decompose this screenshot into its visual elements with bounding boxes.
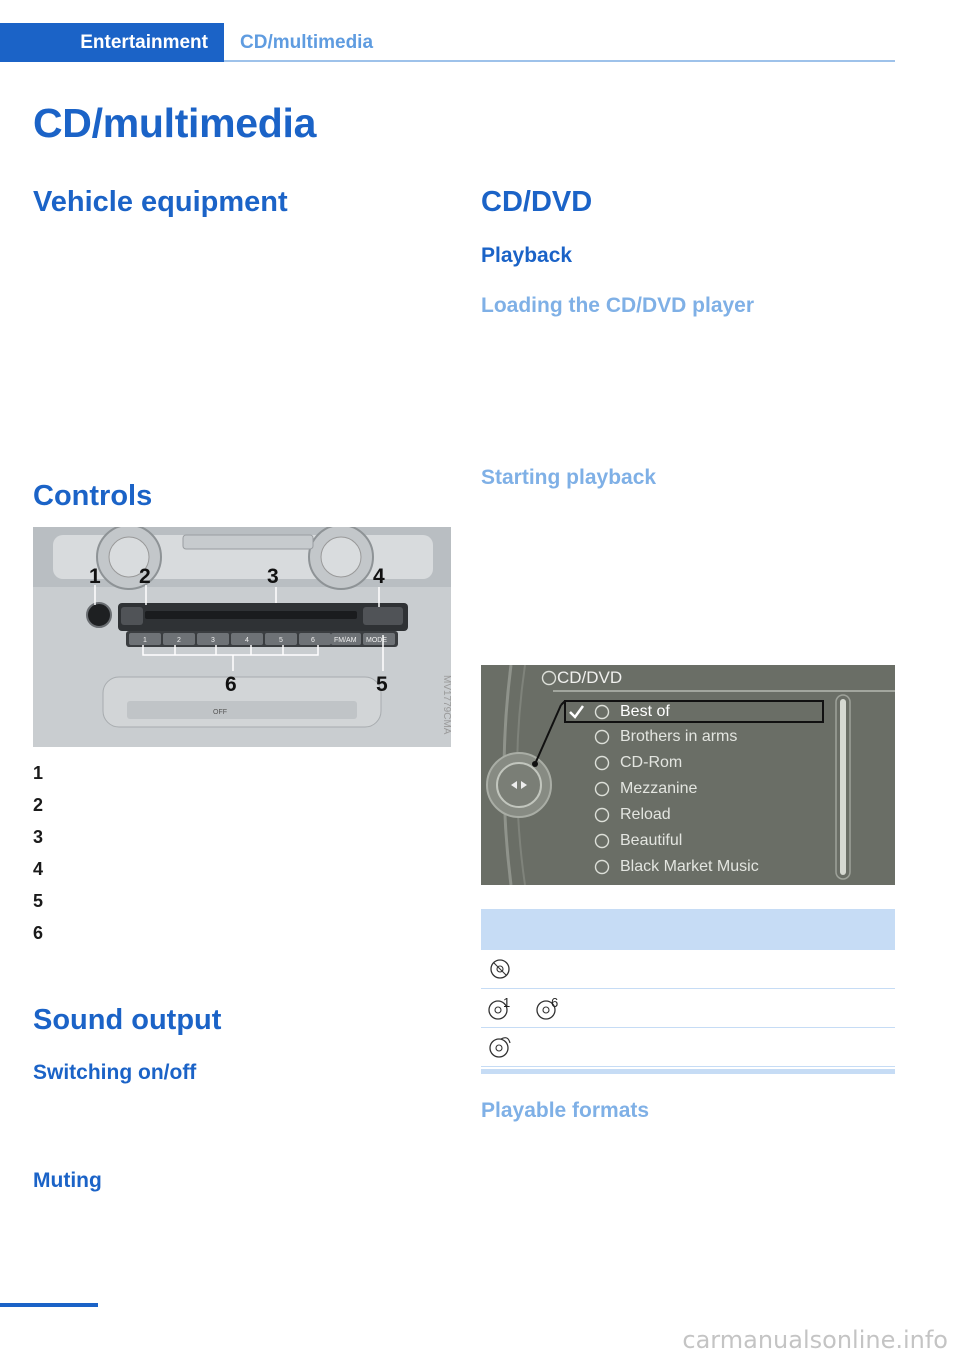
preset-5-label: 5: [279, 637, 283, 644]
changer-slot-6: 6: [551, 995, 559, 1010]
heading-cd-dvd: CD/DVD: [481, 186, 593, 218]
heading-controls: Controls: [33, 480, 153, 512]
fm-am-label: FM/AM: [334, 637, 357, 644]
legend-item-3: 3: [33, 827, 44, 847]
heading-playback: Playback: [481, 244, 573, 267]
track-best-of[interactable]: Best of: [620, 703, 670, 720]
table-row: [481, 950, 895, 989]
mode-label: MODE: [366, 637, 387, 644]
preset-6-label: 6: [311, 637, 315, 644]
track-brothers-in-arms[interactable]: Brothers in arms: [620, 728, 738, 745]
heading-starting-playback: Starting playback: [481, 466, 657, 489]
track-beautiful[interactable]: Beautiful: [620, 832, 683, 849]
heading-playable-formats: Playable formats: [481, 1099, 650, 1122]
preset-1-label: 1: [143, 637, 147, 644]
heading-vehicle-equipment: Vehicle equipment: [33, 186, 288, 218]
callout-5: 5: [376, 673, 388, 696]
page-title: CD/multimedia: [33, 100, 317, 146]
tab-entertainment[interactable]: Entertainment: [0, 23, 224, 62]
callout-2: 2: [139, 565, 151, 588]
preset-2-label: 2: [177, 637, 181, 644]
changer-slot-1: 1: [503, 995, 511, 1010]
legend-item-4: 4: [33, 859, 44, 879]
legend-item-6: 6: [33, 923, 44, 943]
preset-3-label: 3: [211, 637, 215, 644]
symbol-table-header: [481, 909, 895, 950]
track-cd-rom[interactable]: CD-Rom: [620, 754, 683, 771]
legend-item-1: 1: [33, 763, 44, 783]
heading-loading: Loading the CD/DVD player: [481, 294, 755, 317]
cd-audio-icon: [489, 1037, 511, 1058]
tab-cd-multimedia[interactable]: CD/multimedia: [240, 32, 374, 53]
off-label: OFF: [213, 709, 227, 716]
track-reload[interactable]: Reload: [620, 806, 671, 823]
cd-changer-6-icon: [536, 1000, 556, 1020]
legend-item-2: 2: [33, 795, 44, 815]
watermark: carmanualsonline.info: [682, 1326, 948, 1354]
cd-changer-1-icon: [488, 1000, 508, 1020]
cd-icon: [490, 959, 510, 979]
callout-6: 6: [225, 673, 237, 696]
track-black-market-music[interactable]: Black Market Music: [620, 858, 759, 875]
header-divider: [224, 60, 895, 62]
page-header: Entertainment CD/multimedia: [0, 0, 960, 62]
callout-4: 4: [373, 565, 385, 588]
table-row: 1 6: [481, 989, 895, 1028]
preset-4-label: 4: [245, 637, 249, 644]
callout-1: 1: [89, 565, 101, 588]
heading-sound-output: Sound output: [33, 1004, 222, 1036]
heading-muting: Muting: [33, 1169, 102, 1192]
page-footer-line: [0, 1303, 98, 1307]
legend-item-5: 5: [33, 891, 44, 911]
idrive-screen: CD/DVD Best of Brothers in arms CD-Rom M…: [481, 665, 895, 885]
controls-photo: 1 2 3 4 5 6 FM/AM MODE OFF 1 2: [33, 527, 451, 747]
track-mezzanine[interactable]: Mezzanine: [620, 780, 698, 797]
screen-title: CD/DVD: [557, 668, 623, 687]
image-code: MV1779CMA: [441, 675, 452, 735]
table-row: [481, 1028, 895, 1067]
symbol-table-footer: [481, 1069, 895, 1074]
heading-switching: Switching on/off: [33, 1061, 197, 1084]
tab-entertainment-label: Entertainment: [80, 32, 208, 53]
callout-3: 3: [267, 565, 279, 588]
